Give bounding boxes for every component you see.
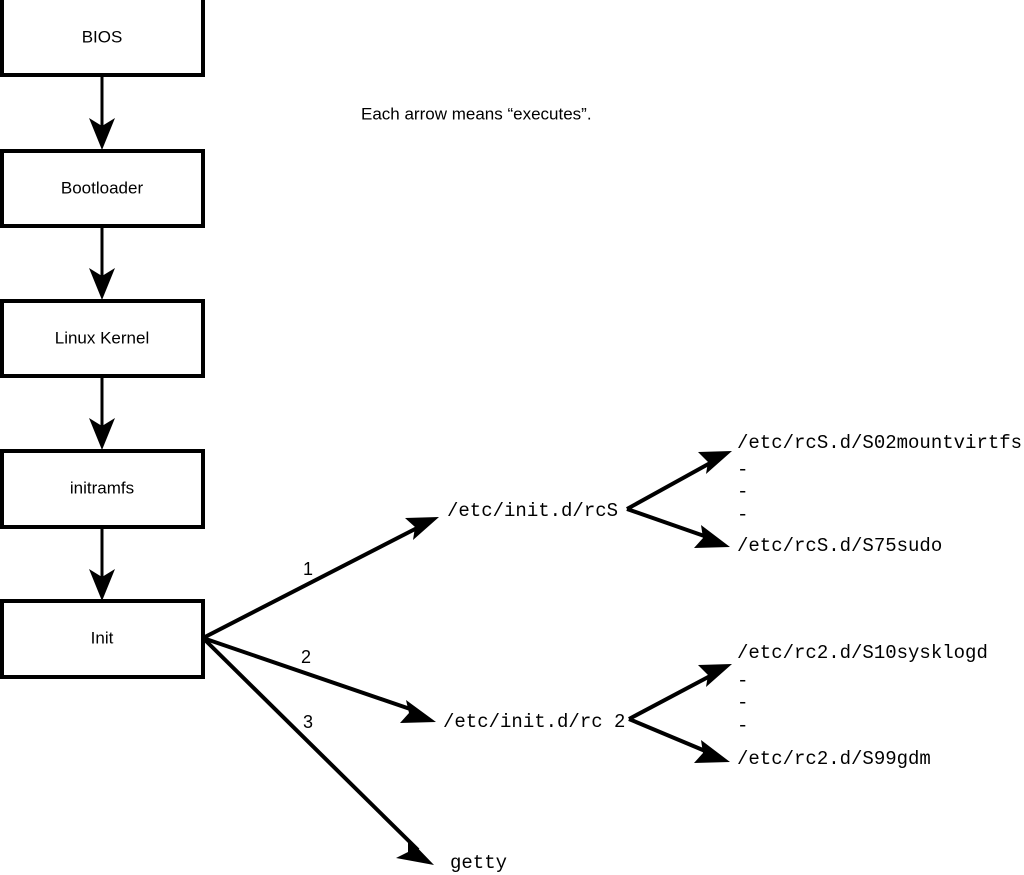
init-target-rcs-label: /etc/init.d/rcS (447, 500, 618, 522)
node-init: Init (0, 599, 205, 679)
rc2-ellipsis-dash-1: - (737, 670, 748, 692)
arrow-rc2-to-first-script (628, 664, 732, 721)
rc2-ellipsis-dash-2: - (737, 692, 748, 714)
init-target-getty-label: getty (450, 852, 507, 874)
init-label: Init (91, 628, 114, 647)
linux-kernel-box (0, 299, 205, 378)
node-initramfs: initramfs (0, 449, 205, 529)
branch-number-3: 3 (303, 712, 313, 732)
arrow-init-to-rcs (202, 517, 439, 640)
bootloader-box (0, 149, 205, 228)
node-bios: BIOS (0, 0, 205, 77)
branch-number-2: 2 (301, 647, 311, 667)
rcs-script-last-label: /etc/rcS.d/S75sudo (737, 535, 942, 557)
arrow-init-to-getty (201, 636, 434, 865)
rcs-ellipsis-dash-1: - (737, 459, 748, 481)
bootloader-label: Bootloader (61, 178, 144, 197)
branch-number-1: 1 (303, 559, 313, 579)
arrow-rcs-to-last-script (626, 507, 730, 548)
initramfs-label: initramfs (70, 478, 134, 497)
node-linux-kernel: Linux Kernel (0, 299, 205, 378)
rc2-script-last-label: /etc/rc2.d/S99gdm (737, 748, 931, 770)
bios-label: BIOS (82, 27, 123, 46)
linux-kernel-label: Linux Kernel (55, 328, 150, 347)
arrow-kernel-to-initramfs (89, 376, 115, 450)
diagram-caption: Each arrow means “executes”. (361, 104, 592, 123)
rc2-script-first-label: /etc/rc2.d/S10sysklogd (737, 642, 988, 664)
arrow-init-to-rc2 (202, 636, 436, 723)
initramfs-box (0, 449, 205, 529)
rcs-ellipsis-dash-2: - (737, 481, 748, 503)
arrow-initramfs-to-init (89, 527, 115, 601)
arrow-rc2-to-last-script (628, 717, 730, 763)
arrow-bootloader-to-kernel (89, 226, 115, 300)
node-bootloader: Bootloader (0, 149, 205, 228)
rc2-ellipsis-dash-3: - (737, 715, 748, 737)
bios-box (0, 0, 205, 77)
arrow-rcs-to-first-script (626, 451, 732, 511)
rcs-ellipsis-dash-3: - (737, 504, 748, 526)
rcs-script-first-label: /etc/rcS.d/S02mountvirtfs (737, 432, 1022, 454)
init-target-rc2-label: /etc/init.d/rc 2 (443, 711, 625, 733)
arrow-bios-to-bootloader (89, 75, 115, 150)
